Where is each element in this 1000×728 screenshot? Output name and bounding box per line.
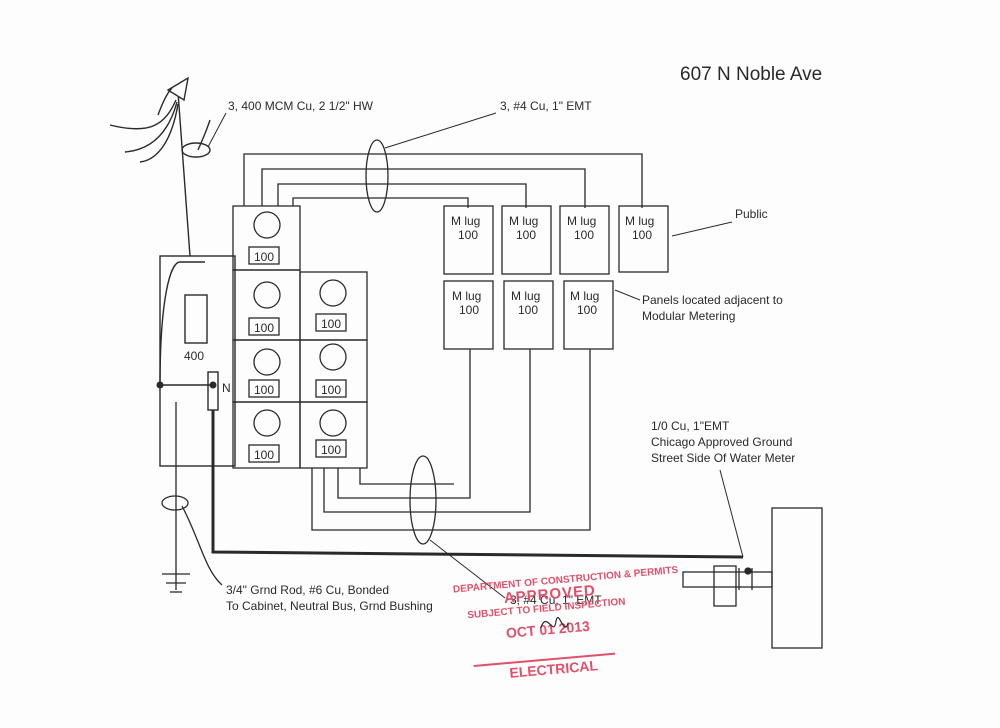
water-meter-icon [682, 507, 823, 649]
meter-rating: 100 [254, 321, 274, 335]
panel-rating: 100 [458, 228, 478, 242]
stamp-trade: ELECTRICAL [509, 657, 599, 681]
ground-note-line3: Street Side Of Water Meter [651, 451, 795, 465]
ground-rod-note-line1: 3/4" Grnd Rod, #6 Cu, Bonded [226, 583, 389, 597]
panel-label: M lug [511, 289, 540, 303]
meter-rating: 100 [321, 443, 341, 457]
emt-bottom-label: 3, #4 Cu, 1" EMT [510, 593, 602, 607]
meter-column-2 [299, 271, 368, 469]
panel-label: M lug [567, 214, 596, 228]
panel-rating: 100 [459, 303, 479, 317]
meter-rating: 100 [254, 448, 274, 462]
ground-note-line2: Chicago Approved Ground [651, 435, 792, 449]
ground-conductor [211, 410, 744, 559]
panels-note-line1: Panels located adjacent to [642, 293, 783, 307]
neutral-bus-label: N [222, 381, 231, 395]
bottom-feeder-conduits [311, 349, 591, 545]
panel-rating: 100 [632, 228, 652, 242]
ground-note-line1: 1/0 Cu, 1"EMT [651, 419, 730, 433]
ground-rod-note-line2: To Cabinet, Neutral Bus, Grnd Bushing [226, 599, 433, 613]
stamp-date: OCT 01 2013 [505, 618, 590, 641]
emt-top-label: 3, #4 Cu, 1" EMT [500, 99, 592, 113]
panel-rating: 100 [518, 303, 538, 317]
panels-bottom-row [443, 280, 614, 350]
approval-stamp: DEPARTMENT OF CONSTRUCTION & PERMITS APP… [453, 565, 679, 681]
panels-note-line2: Modular Metering [642, 309, 735, 323]
panel-label: M lug [451, 214, 480, 228]
public-label: Public [735, 207, 768, 221]
weatherhead-icon [109, 76, 211, 257]
panels-top-row [443, 205, 669, 275]
meter-rating: 100 [321, 317, 341, 331]
panel-label: M lug [509, 214, 538, 228]
panel-rating: 100 [577, 303, 597, 317]
panel-rating: 100 [574, 228, 594, 242]
ground-rod-icon [161, 402, 223, 593]
panel-rating: 100 [516, 228, 536, 242]
diagram-title: 607 N Noble Ave [680, 64, 822, 85]
panel-label: M lug [452, 289, 481, 303]
meter-rating: 100 [321, 383, 341, 397]
panel-label: M lug [625, 214, 654, 228]
main-rating: 400 [184, 349, 204, 363]
meter-rating: 100 [254, 250, 274, 264]
meter-rating: 100 [254, 383, 274, 397]
service-conductor-label: 3, 400 MCM Cu, 2 1/2" HW [228, 99, 374, 113]
panel-label: M lug [570, 289, 599, 303]
meter-column-1 [232, 205, 301, 469]
main-disconnect-cabinet [159, 255, 236, 467]
top-feeder-conduits [243, 139, 643, 213]
